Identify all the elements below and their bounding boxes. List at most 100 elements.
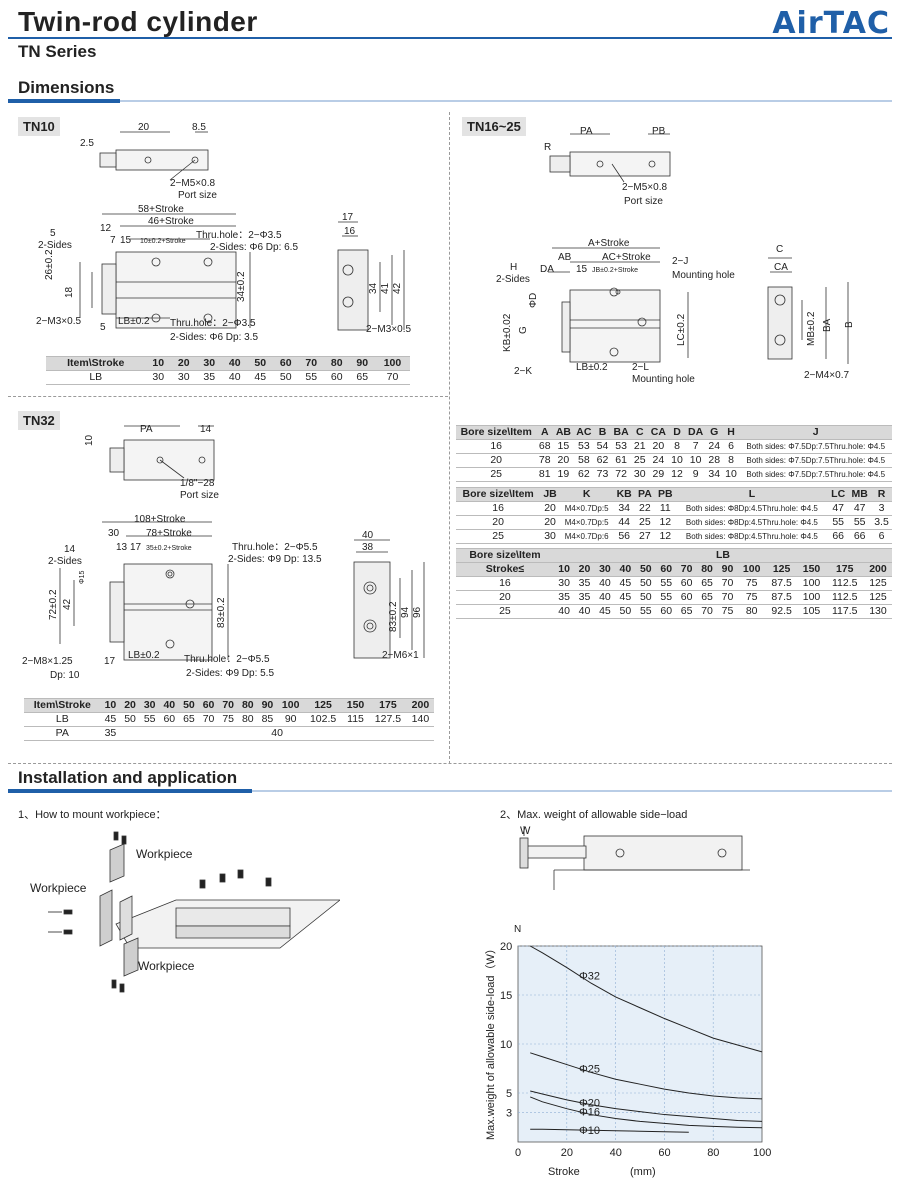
- series-label: Φ16: [579, 1107, 600, 1119]
- tn32-tag: TN32: [18, 411, 60, 430]
- section-bar: [8, 99, 892, 103]
- divider-horizontal: [8, 396, 448, 397]
- svg-text:2−M3×0.5: 2−M3×0.5: [36, 316, 81, 327]
- svg-text:34: 34: [368, 282, 379, 294]
- svg-text:Thru.hole：2−Φ3.5: Thru.hole：2−Φ3.5: [196, 230, 282, 241]
- svg-text:R: R: [544, 142, 551, 153]
- y-tick-label: 10: [500, 1039, 512, 1051]
- tn32-drawing: 10 PA 14 1/8"−28 Port size 108+Stroke 30…: [22, 424, 425, 681]
- x-tick-label: 60: [658, 1147, 670, 1159]
- svg-text:PA: PA: [580, 126, 593, 137]
- svg-text:78+Stroke: 78+Stroke: [146, 528, 192, 539]
- page-title: Twin-rod cylinder: [18, 6, 258, 37]
- series-line: [530, 1052, 763, 1100]
- workpiece-label-top: Workpiece: [136, 847, 193, 861]
- tn10-dim: 2.5: [80, 138, 94, 149]
- svg-text:12: 12: [100, 223, 112, 234]
- svg-text:41: 41: [380, 282, 391, 294]
- svg-text:14: 14: [64, 544, 76, 555]
- svg-text:LC±0.2: LC±0.2: [676, 313, 687, 346]
- x-tick-label: 0: [515, 1147, 521, 1159]
- svg-text:15: 15: [576, 264, 588, 275]
- series-line: [529, 945, 763, 1053]
- y-tick-label: 20: [500, 941, 512, 953]
- divider-vertical: [449, 112, 450, 764]
- sideload-illustration: W: [519, 826, 750, 890]
- svg-text:2−M6×1: 2−M6×1: [382, 650, 419, 661]
- svg-text:108+Stroke: 108+Stroke: [134, 514, 186, 525]
- svg-text:PB: PB: [652, 126, 666, 137]
- svg-text:83±0.2: 83±0.2: [216, 597, 227, 628]
- svg-text:2-Sides: Φ6 Dp: 3.5: 2-Sides: Φ6 Dp: 3.5: [170, 332, 258, 343]
- section-dimensions: Dimensions: [18, 78, 115, 97]
- section-bar: [8, 789, 892, 793]
- svg-text:A+Stroke: A+Stroke: [588, 238, 630, 249]
- tn16-drawing: PA PB R 2−M5×0.8 Port size A+Stroke AB A…: [496, 126, 855, 385]
- svg-text:C: C: [776, 244, 783, 255]
- svg-text:LB±0.2: LB±0.2: [128, 650, 160, 661]
- svg-text:30: 30: [108, 528, 120, 539]
- series-label: Φ25: [579, 1064, 600, 1076]
- svg-text:2-Sides: Φ9 Dp: 13.5: 2-Sides: Φ9 Dp: 13.5: [228, 554, 322, 565]
- series-line: [530, 1096, 763, 1129]
- svg-text:Mounting hole: Mounting hole: [632, 374, 695, 385]
- svg-text:13: 13: [116, 542, 128, 553]
- svg-text:2−M3×0.5: 2−M3×0.5: [366, 324, 411, 335]
- series-line: [530, 1128, 689, 1133]
- tn10-drawing: 2.5 20 8.5 2−M5×0.8 Port size 58+Stroke …: [36, 122, 411, 343]
- svg-text:5: 5: [50, 228, 56, 239]
- y-unit-label: N: [514, 924, 521, 935]
- series-label: Φ10: [579, 1125, 600, 1137]
- svg-text:17: 17: [104, 656, 116, 667]
- svg-text:ΦD: ΦD: [528, 293, 539, 308]
- svg-text:38: 38: [362, 542, 374, 553]
- svg-text:AB: AB: [558, 252, 572, 263]
- svg-text:CA: CA: [774, 262, 788, 273]
- svg-text:42: 42: [392, 282, 403, 294]
- svg-text:2-Sides: Φ9 Dp: 5.5: 2-Sides: Φ9 Dp: 5.5: [186, 668, 274, 679]
- svg-text:7: 7: [110, 235, 116, 246]
- mount-heading: 1、How to mount workpiece：: [18, 809, 167, 821]
- svg-text:42: 42: [62, 598, 73, 610]
- svg-text:2−K: 2−K: [514, 366, 532, 377]
- x-unit-label: (mm): [630, 1166, 656, 1178]
- x-tick-label: 40: [610, 1147, 622, 1159]
- svg-text:2-Sides: 2-Sides: [496, 274, 530, 285]
- svg-text:72±0.2: 72±0.2: [48, 589, 59, 620]
- svg-text:14: 14: [200, 424, 212, 435]
- series-label: Φ32: [579, 970, 600, 982]
- y-tick-label: 3: [506, 1108, 512, 1120]
- workpiece-label-left: Workpiece: [30, 881, 87, 895]
- svg-text:16: 16: [344, 226, 356, 237]
- y-tick-label: 5: [506, 1088, 512, 1100]
- svg-text:2−L: 2−L: [632, 362, 649, 373]
- svg-text:34±0.2: 34±0.2: [236, 271, 247, 302]
- svg-text:46+Stroke: 46+Stroke: [148, 216, 194, 227]
- svg-text:H: H: [510, 262, 517, 273]
- svg-text:2−M5×0.8: 2−M5×0.8: [170, 178, 215, 189]
- svg-text:2-Sides: 2-Sides: [48, 556, 82, 567]
- svg-text:1/8"−28: 1/8"−28: [180, 478, 215, 489]
- workpiece-illustration: Workpiece Workpiece Workpiece: [30, 831, 340, 993]
- series-label: Φ20: [579, 1097, 600, 1109]
- svg-text:Φ15: Φ15: [79, 571, 86, 584]
- svg-text:5: 5: [100, 322, 106, 333]
- svg-text:Thru.hole：2−Φ5.5: Thru.hole：2−Φ5.5: [184, 654, 270, 665]
- svg-text:10±0.2+Stroke: 10±0.2+Stroke: [140, 238, 186, 245]
- svg-text:B: B: [844, 321, 855, 328]
- svg-text:Port size: Port size: [178, 190, 217, 201]
- svg-text:20: 20: [138, 122, 150, 133]
- section-installation: Installation and application: [18, 768, 238, 787]
